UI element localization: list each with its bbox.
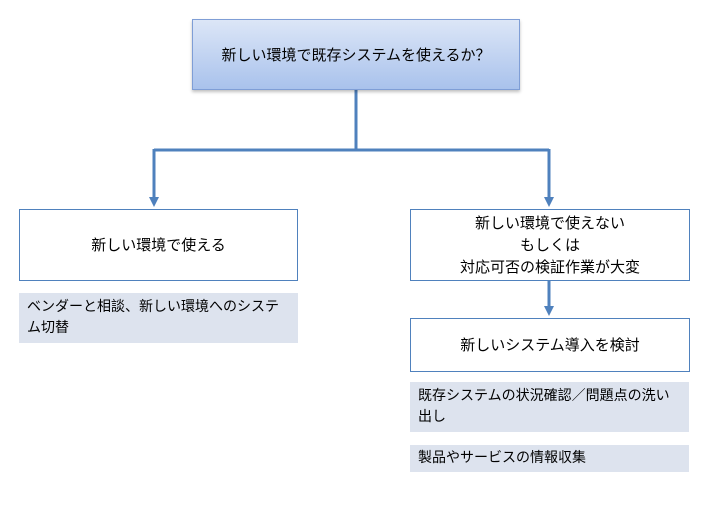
new-system-box: 新しいシステム導入を検討 [410, 318, 690, 372]
root-question-box: 新しい環境で既存システムを使えるか？ [192, 19, 520, 90]
usable-action-note: ベンダーと相談、新しい環境へのシステム切替 [19, 293, 298, 343]
not-usable-label-line-2: もしくは [519, 236, 580, 254]
not-usable-box: 新しい環境で使えない もしくは 対応可否の検証作業が大変 [410, 209, 690, 281]
info-gathering-note: 製品やサービスの情報収集 [410, 445, 689, 472]
usable-action-note-text: ベンダーと相談、新しい環境へのシステム切替 [27, 299, 279, 336]
new-system-label: 新しいシステム導入を検討 [460, 336, 640, 354]
info-gathering-note-text: 製品やサービスの情報収集 [418, 450, 586, 466]
status-check-note: 既存システムの状況確認／問題点の洗い出し [410, 382, 689, 432]
usable-label: 新しい環境で使える [91, 236, 226, 254]
not-usable-label-line-3: 対応可否の検証作業が大変 [459, 258, 640, 276]
not-usable-label-line-1: 新しい環境で使えない [474, 214, 625, 232]
root-question-label: 新しい環境で既存システムを使えるか？ [221, 45, 491, 64]
usable-box: 新しい環境で使える [19, 209, 298, 281]
status-check-note-text: 既存システムの状況確認／問題点の洗い出し [418, 388, 670, 425]
